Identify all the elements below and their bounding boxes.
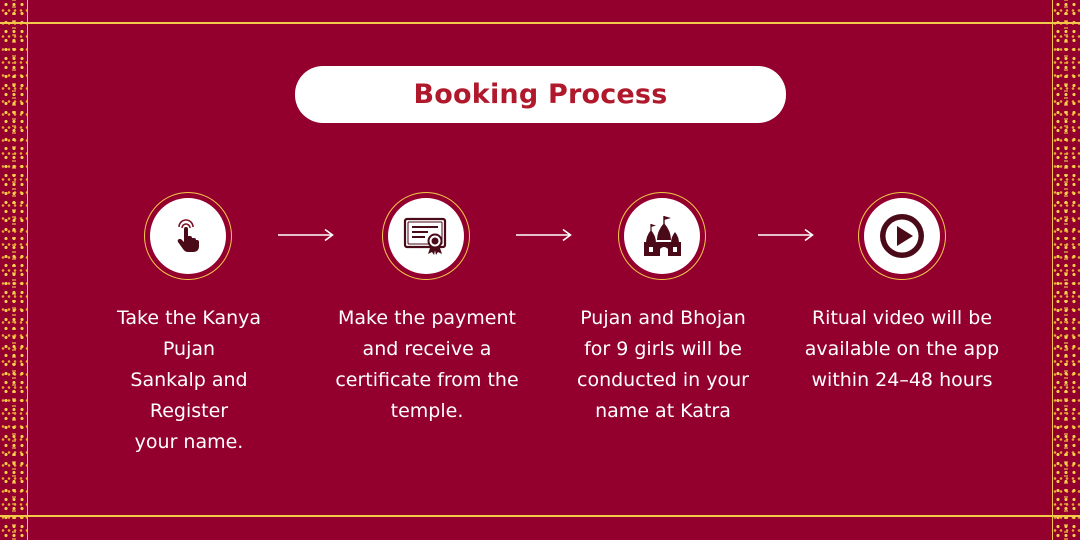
step-3-icon-badge — [618, 192, 706, 280]
step-4-description: Ritual video will be available on the ap… — [802, 303, 1002, 396]
title-banner: Booking Process — [295, 66, 786, 123]
step-4-line: within 24–48 hours — [811, 369, 993, 391]
temple-icon — [644, 216, 681, 256]
decorative-border-right — [1052, 0, 1080, 540]
step-1-line: Take the Kanya Pujan — [116, 307, 262, 360]
step-2-line: temple. — [390, 400, 464, 422]
step-2-description: Make the payment and receive a certifica… — [327, 303, 527, 427]
play-button-icon — [880, 214, 924, 258]
step-1-line: Sankalp and Register — [130, 369, 248, 422]
arrow-right-icon — [278, 228, 334, 242]
step-2-line: and receive a — [362, 338, 492, 360]
arrow-right-icon — [758, 228, 814, 242]
step-2-line: Make the payment — [338, 307, 516, 329]
step-1-description: Take the Kanya Pujan Sankalp and Registe… — [89, 303, 289, 458]
tap-hand-icon — [177, 219, 199, 252]
arrow-right-icon — [516, 228, 572, 242]
step-2-icon-badge — [382, 192, 470, 280]
page-title: Booking Process — [413, 79, 668, 110]
step-1-line: your name. — [134, 431, 244, 453]
step-3-line: for 9 girls will be — [584, 338, 742, 360]
step-4-line: Ritual video will be — [811, 307, 993, 329]
step-3-description: Pujan and Bhojan for 9 girls will be con… — [563, 303, 763, 427]
step-4-icon-badge — [858, 192, 946, 280]
step-4-line: available on the app — [804, 338, 1000, 360]
frame-line-top — [0, 22, 1080, 24]
step-3-line: name at Katra — [595, 400, 731, 422]
step-2-line: certificate from the — [335, 369, 519, 391]
decorative-border-left — [0, 0, 28, 540]
frame-line-bottom — [0, 515, 1080, 517]
step-1-icon-badge — [144, 192, 232, 280]
step-3-line: Pujan and Bhojan — [580, 307, 746, 329]
step-3-line: conducted in your — [577, 369, 749, 391]
certificate-icon — [403, 217, 447, 255]
